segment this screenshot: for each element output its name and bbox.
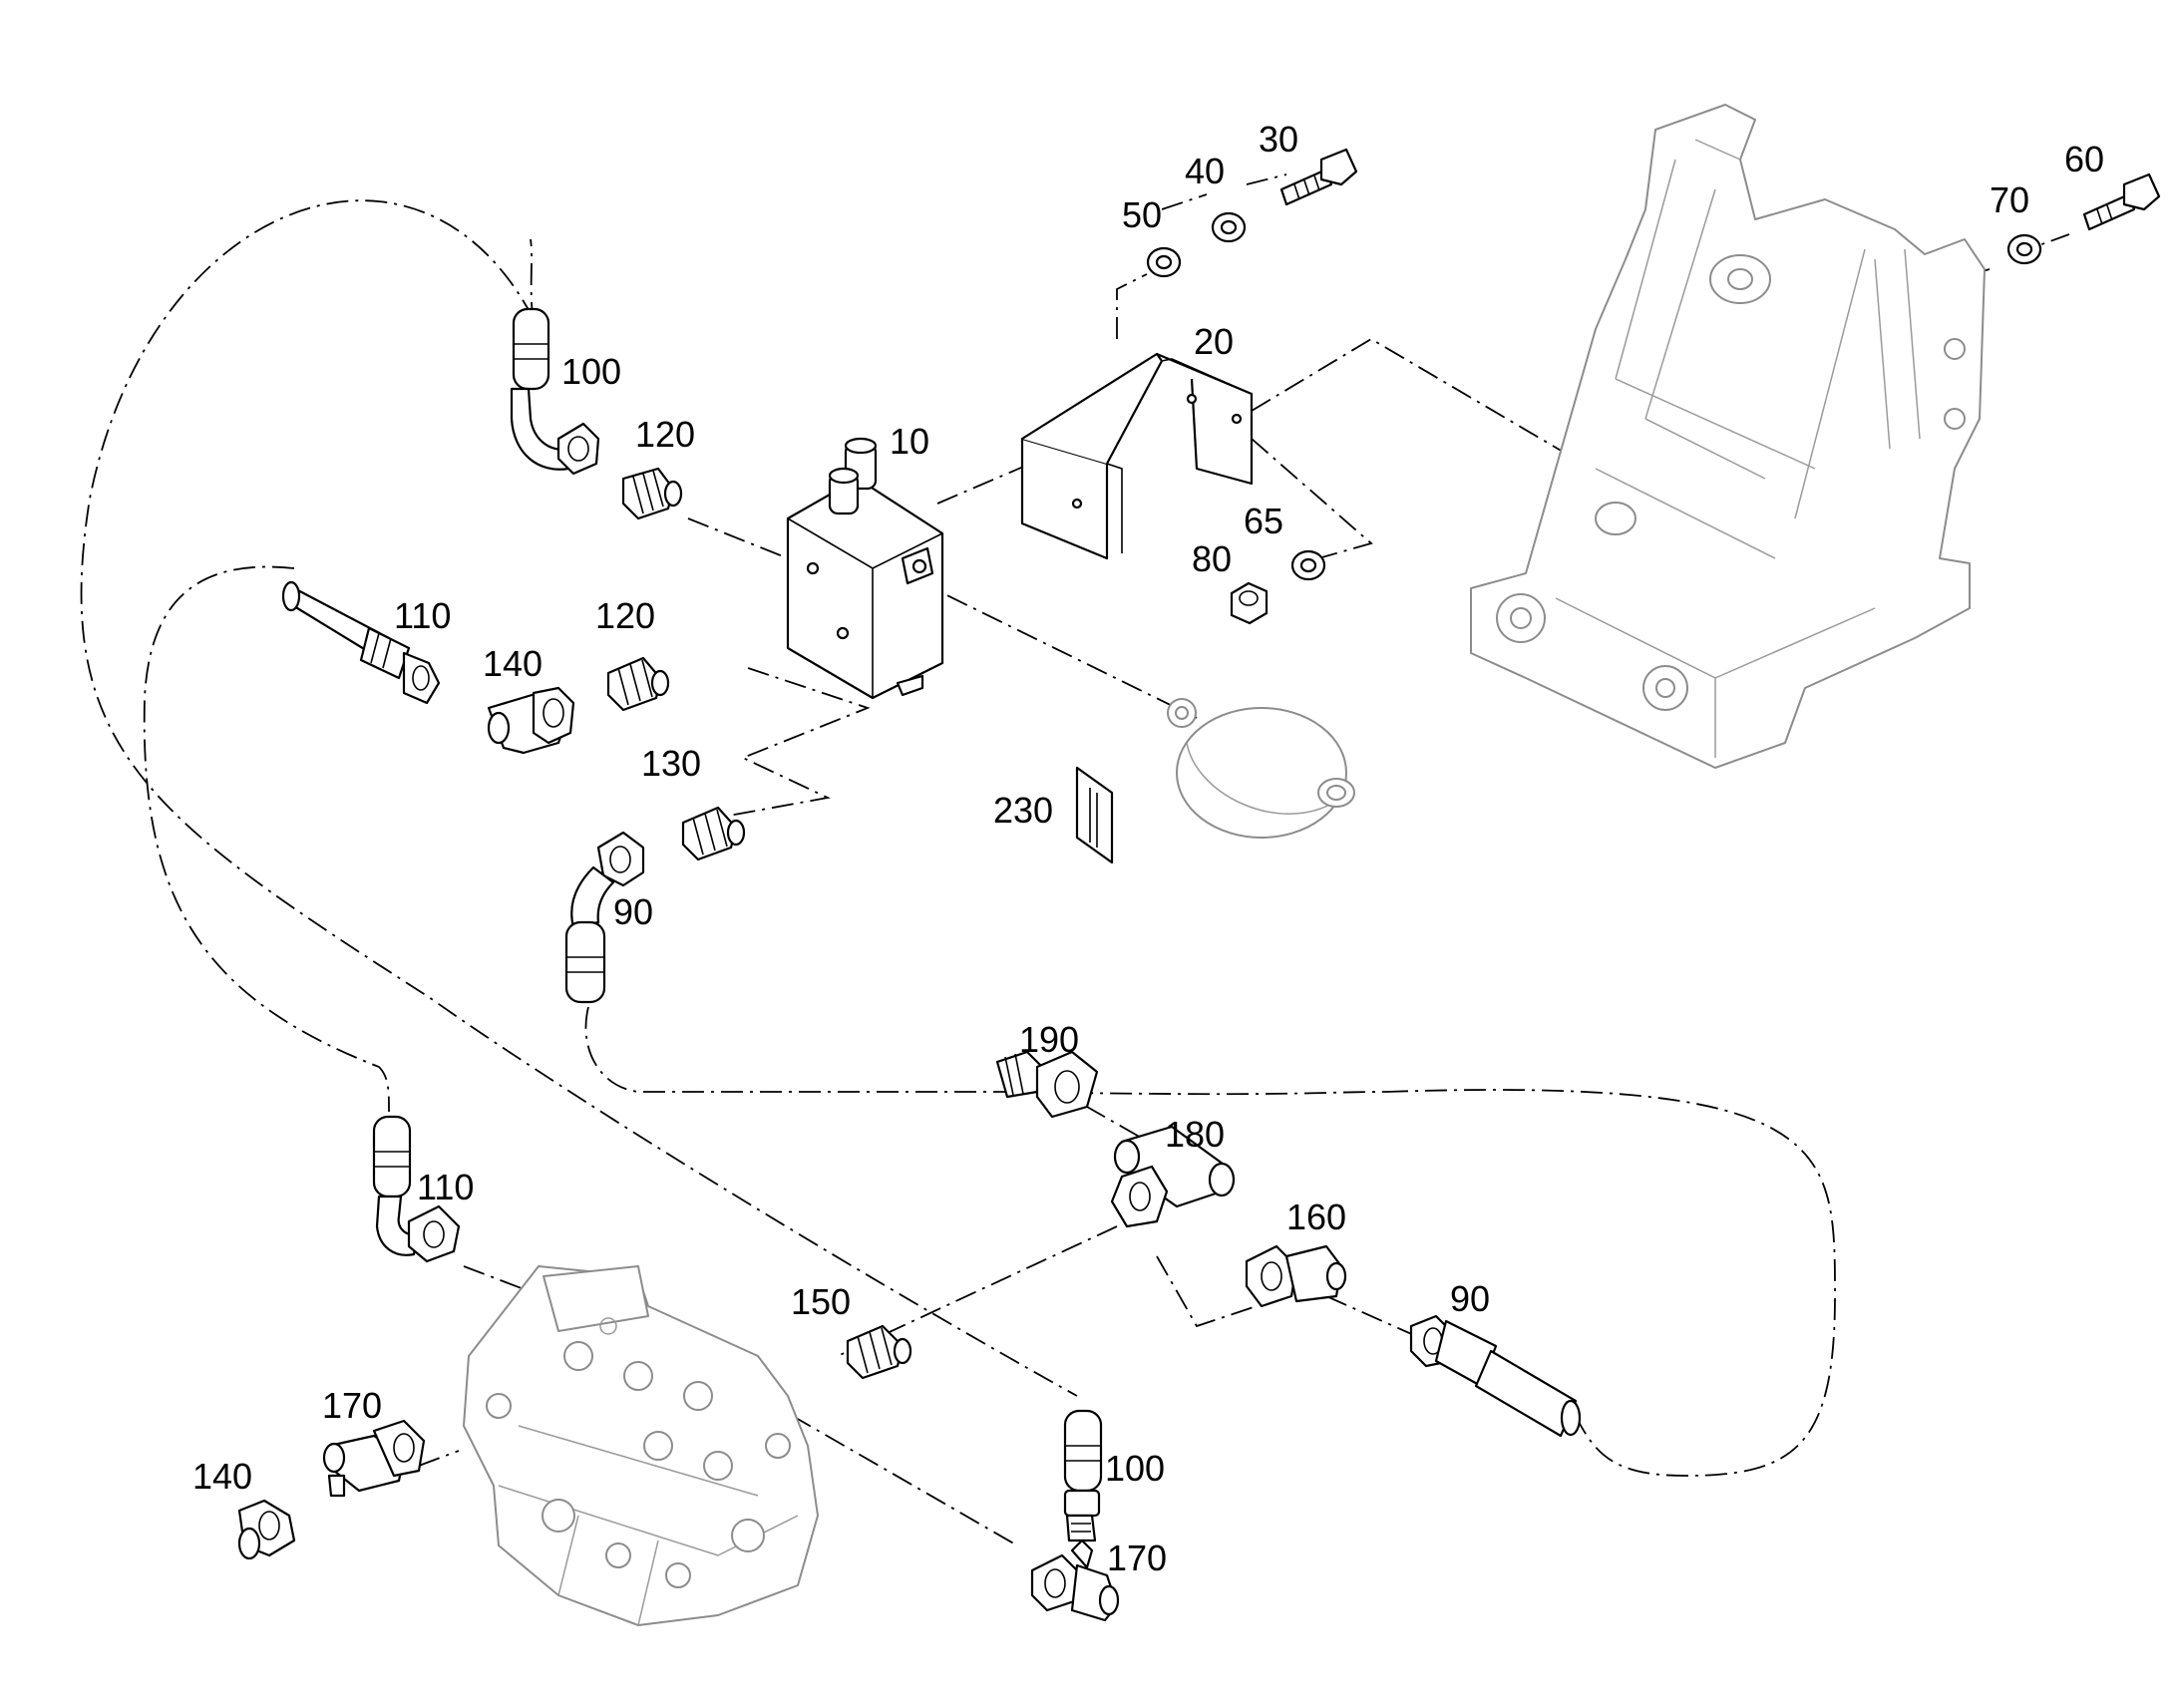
hose-100-top	[510, 307, 600, 476]
callout-20: 20	[1194, 321, 1235, 362]
callout-140-bottom: 140	[192, 1456, 253, 1497]
adapter-120-top	[621, 467, 683, 520]
fitting-190	[995, 1050, 1099, 1119]
adapter-120-mid	[606, 656, 670, 712]
washer-40	[1211, 211, 1247, 243]
hose-110-bottom	[372, 1115, 461, 1263]
hose-90-top	[564, 831, 645, 1004]
callout-230: 230	[993, 790, 1054, 831]
accumulator	[1167, 698, 1355, 839]
callout-65: 65	[1244, 501, 1284, 541]
tee-170-left	[322, 1419, 426, 1498]
washer-65	[1290, 549, 1326, 581]
bolt-60	[2082, 172, 2161, 231]
leader-lines	[80, 173, 2070, 1591]
tee-170-right	[1030, 1538, 1120, 1622]
nut-80	[1230, 581, 1269, 625]
loader-frame	[1470, 104, 1986, 769]
elbow-140-bottom	[237, 1499, 296, 1560]
callout-120-mid: 120	[595, 595, 656, 636]
valve-block	[786, 437, 944, 700]
washer-70	[2006, 233, 2042, 265]
washer-50	[1146, 246, 1182, 278]
callout-130: 130	[641, 743, 702, 784]
callout-110-top: 110	[394, 595, 452, 636]
callout-60: 60	[2064, 139, 2105, 179]
callout-10: 10	[890, 421, 930, 462]
callout-110-bottom: 110	[417, 1167, 475, 1207]
adapter-130	[681, 806, 746, 861]
callout-180: 180	[1165, 1114, 1226, 1155]
callout-140-top: 140	[483, 643, 544, 684]
callout-150: 150	[791, 1281, 852, 1322]
callout-120-top: 120	[635, 414, 696, 455]
tee-180	[1110, 1125, 1236, 1228]
hose-110-top	[281, 580, 441, 705]
callout-100-bottom: 100	[1105, 1448, 1166, 1489]
adapter-150	[846, 1324, 912, 1380]
elbow-140-top	[487, 686, 575, 755]
callout-80: 80	[1192, 538, 1233, 579]
callout-90-bottom: 90	[1450, 1278, 1491, 1319]
callout-40: 40	[1185, 151, 1226, 191]
callout-100-top: 100	[561, 351, 622, 392]
hose-90-bottom	[1409, 1314, 1582, 1438]
callout-170-left: 170	[322, 1385, 383, 1426]
callout-70: 70	[1990, 179, 2030, 220]
callout-90-top: 90	[613, 891, 654, 932]
label-plate	[1075, 766, 1114, 864]
callout-170-right: 170	[1107, 1537, 1168, 1578]
callout-160: 160	[1286, 1196, 1347, 1237]
elbow-160	[1245, 1244, 1347, 1308]
mounting-bracket	[1020, 352, 1254, 560]
callout-30: 30	[1259, 119, 1299, 160]
callout-190: 190	[1019, 1019, 1080, 1060]
callout-50: 50	[1122, 194, 1163, 235]
control-valve	[463, 1265, 819, 1626]
hose-100-bottom	[1063, 1409, 1103, 1542]
bolt-30	[1279, 148, 1358, 206]
